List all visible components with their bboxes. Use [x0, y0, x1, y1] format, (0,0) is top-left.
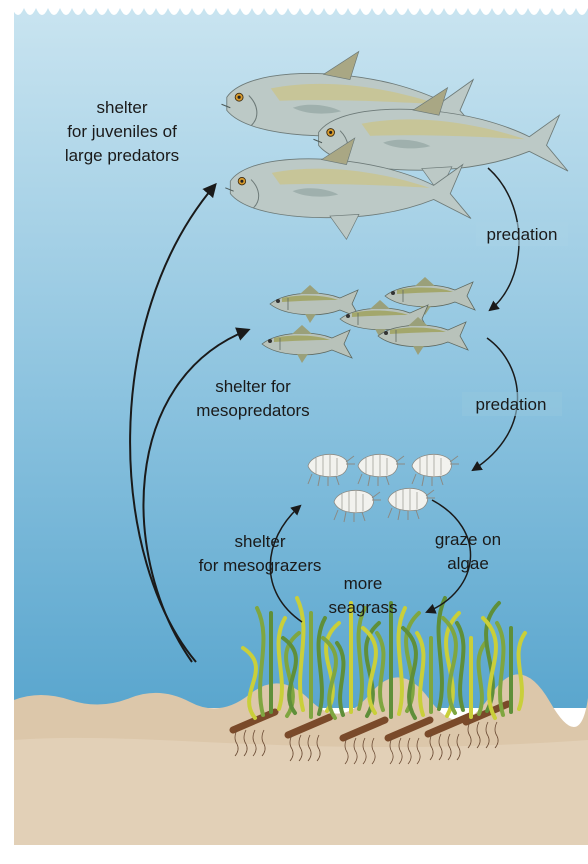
label-shelter-grazers-2: for mesograzers [199, 556, 322, 575]
label-graze-1: graze on [435, 530, 501, 549]
label-predation-1: predation [487, 225, 558, 244]
sediment-shading [14, 738, 588, 845]
label-shelter-meso-1: shelter for [215, 377, 291, 396]
label-predation-2: predation [476, 395, 547, 414]
label-graze-2: algae [447, 554, 489, 573]
label-shelter-large-3: large predators [65, 146, 179, 165]
label-shelter-large-2: for juveniles of [67, 122, 177, 141]
label-shelter-meso-2: mesopredators [196, 401, 309, 420]
label-more-seagrass-1: more [344, 574, 383, 593]
label-shelter-large-1: shelter [96, 98, 147, 117]
label-shelter-grazers-1: shelter [234, 532, 285, 551]
label-more-seagrass-2: seagrass [329, 598, 398, 617]
